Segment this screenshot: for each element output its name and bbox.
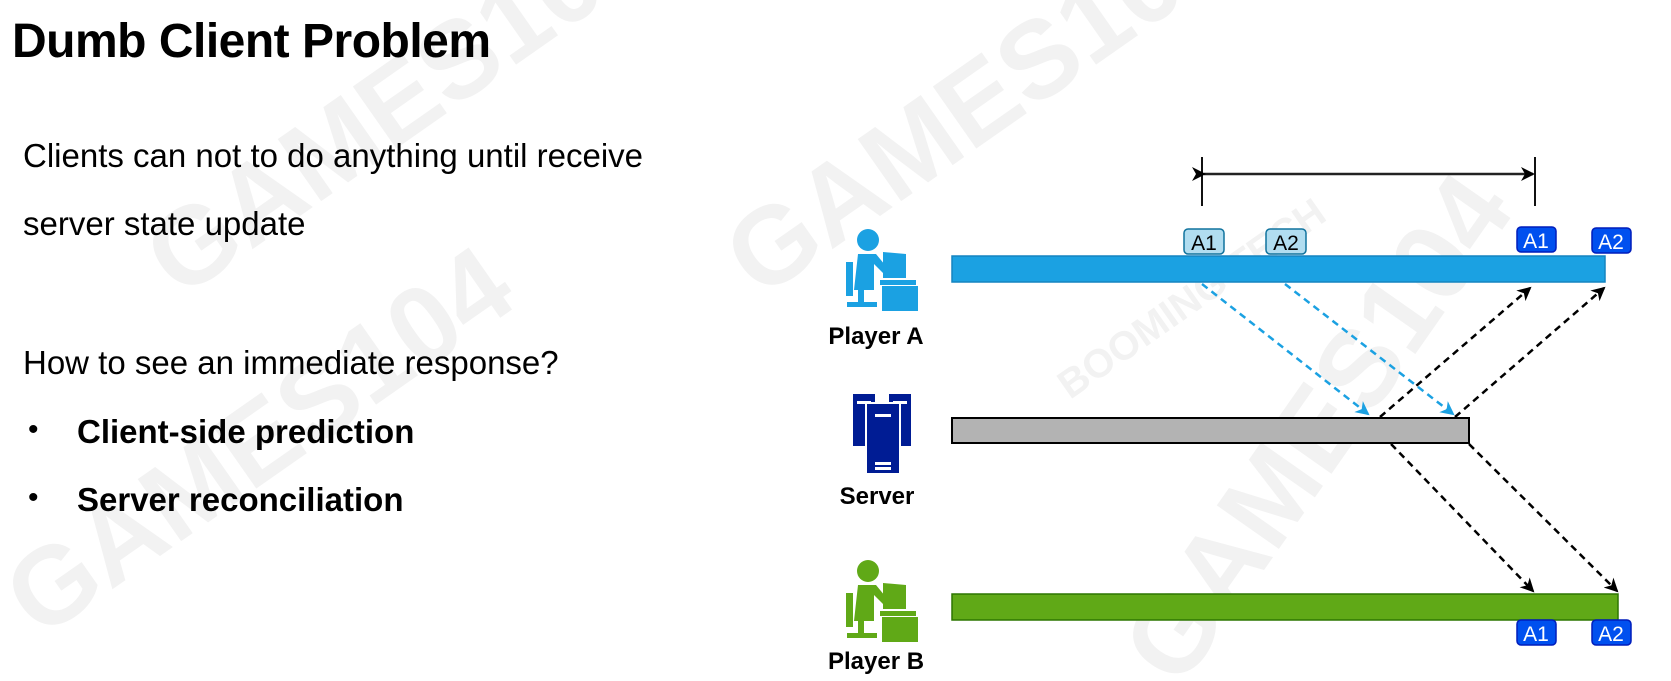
tag-label: A1 (1191, 232, 1217, 255)
player-b-label: Player B (828, 648, 924, 675)
update-arrow-a1-to-a (1379, 286, 1532, 418)
tag-label: A1 (1523, 230, 1549, 253)
update-tag-a1-player-b: A1 (1516, 619, 1557, 646)
bullet-marker: • (28, 413, 39, 446)
update-tag-a2-player-a: A2 (1591, 227, 1632, 254)
server-label: Server (840, 483, 915, 510)
body-line-1: Clients can not to do anything until rec… (23, 137, 644, 174)
update-tag-a1-player-a: A1 (1516, 226, 1557, 253)
tag-label: A2 (1273, 232, 1299, 255)
body-line-2: server state update (23, 205, 306, 242)
bullet-marker: • (28, 481, 39, 514)
slide-title: Dumb Client Problem (12, 15, 491, 68)
player-a-label: Player A (828, 323, 923, 350)
tag-label: A1 (1523, 623, 1549, 646)
server-timeline (951, 417, 1470, 444)
latency-bracket (1192, 157, 1536, 206)
tag-label: A2 (1598, 231, 1624, 254)
update-tag-a2-player-b: A2 (1591, 619, 1632, 646)
player-a-timeline (951, 255, 1606, 283)
update-arrow-a2-to-a (1454, 286, 1606, 418)
input-tag-a2: A2 (1265, 228, 1307, 255)
update-arrow-a2-to-b (1468, 443, 1619, 593)
player-a-icon (846, 229, 918, 311)
tag-label: A2 (1598, 623, 1624, 646)
question-text: How to see an immediate response? (23, 344, 559, 381)
player-b-icon (846, 560, 918, 642)
watermark: GAMES104 GAMES104 GAMES104 GAMES104 BOOM… (0, 0, 1536, 681)
update-arrows (1379, 286, 1619, 593)
server-icon (853, 394, 911, 475)
bullet-server-reconciliation: Server reconciliation (77, 481, 404, 518)
bullet-client-side-prediction: Client-side prediction (77, 413, 415, 450)
player-b-timeline (951, 593, 1619, 621)
update-arrow-a1-to-b (1390, 443, 1535, 593)
input-tag-a1: A1 (1183, 228, 1225, 255)
